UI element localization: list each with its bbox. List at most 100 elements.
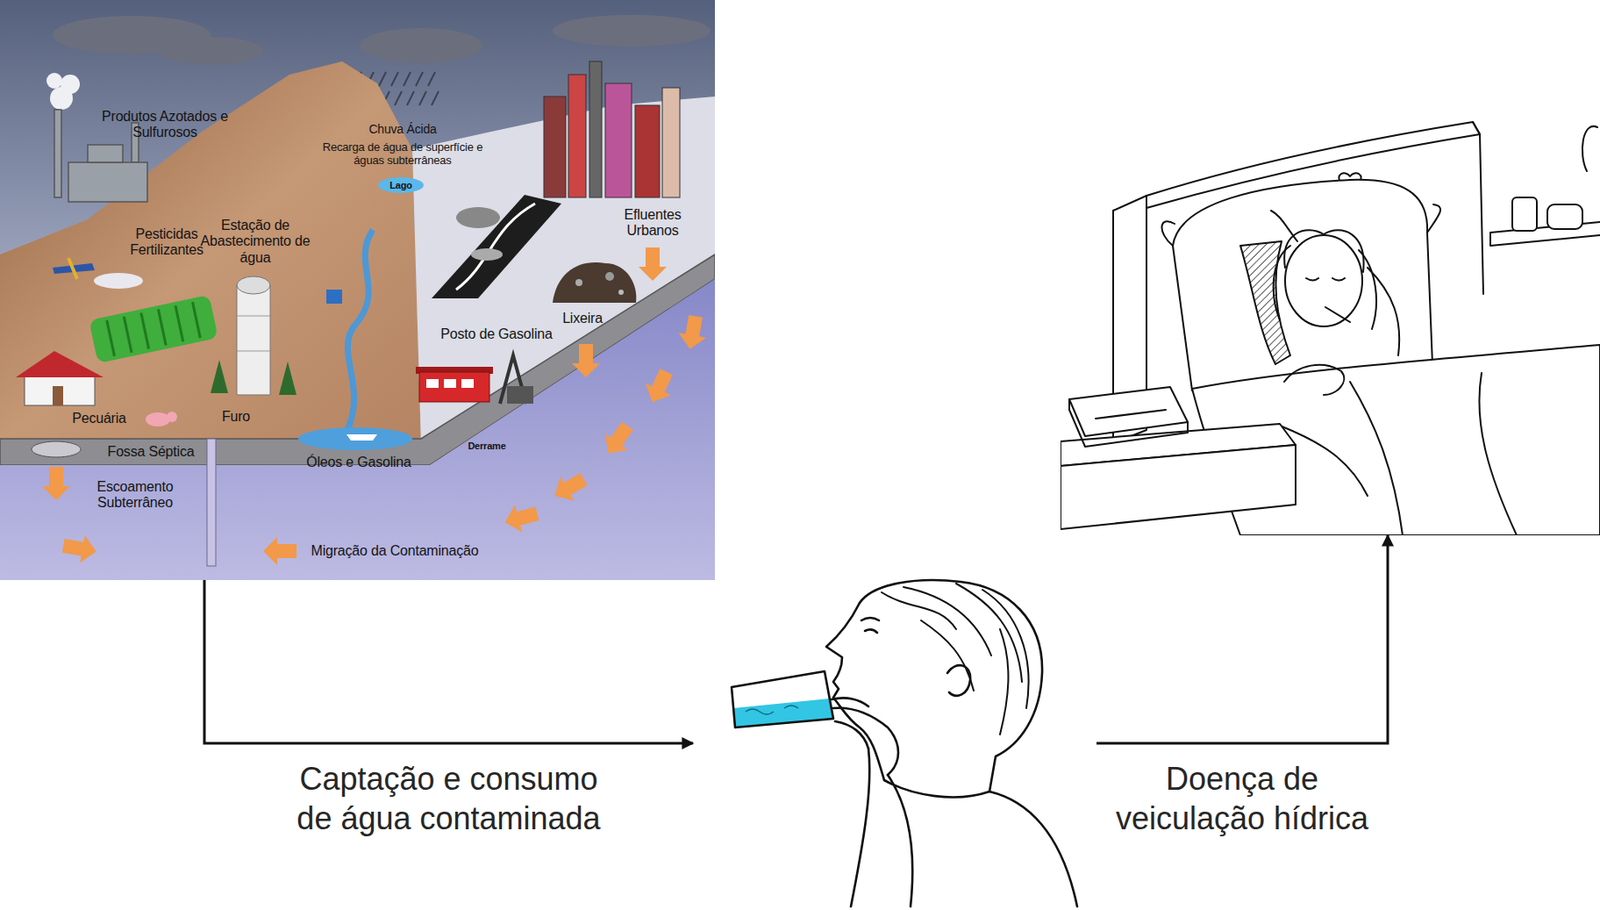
- field: [88, 294, 218, 364]
- scene-label: Escoamento Subterrâneo: [86, 478, 184, 512]
- drinking-person: [692, 576, 1097, 910]
- bed-lines: [1095, 409, 1166, 419]
- factory: [68, 162, 148, 202]
- contamination-arrows: [571, 343, 600, 378]
- field: [88, 294, 218, 364]
- contamination-arrows: [638, 247, 667, 281]
- trees: [210, 359, 229, 393]
- water-tower: [236, 276, 271, 395]
- plane: [68, 257, 78, 279]
- scene-label: Derrame: [467, 440, 506, 452]
- gas-station: [419, 371, 490, 402]
- sick-person: [1060, 92, 1600, 536]
- gas-station: [443, 378, 457, 388]
- person-lines: [731, 579, 1078, 907]
- field: [107, 301, 201, 357]
- contamination-illustration: [0, 0, 715, 580]
- boat: [346, 434, 378, 441]
- contamination-arrows: [676, 313, 710, 351]
- blue-box: [326, 289, 343, 304]
- landfill: [618, 289, 624, 295]
- oil-rig: [500, 355, 534, 404]
- bed-lines: [1060, 121, 1600, 536]
- farm-house: [15, 350, 104, 406]
- field: [192, 301, 201, 338]
- bed-lines: [1325, 307, 1350, 322]
- person-lines: [859, 579, 1043, 792]
- person-lines: [881, 583, 1029, 735]
- factory: [87, 144, 123, 163]
- buildings: [605, 83, 632, 198]
- bed-lines: [1490, 221, 1600, 246]
- bed-lines: [1060, 444, 1296, 529]
- clouds: [157, 36, 264, 65]
- bed-lines: [1306, 278, 1345, 281]
- contamination-arrows: [548, 466, 592, 508]
- trees: [210, 359, 297, 395]
- rain: [407, 91, 415, 106]
- rain: [391, 71, 399, 86]
- scene-label: Óleos e Gasolina: [306, 454, 412, 471]
- bed-lines: [1161, 204, 1441, 246]
- drinking-person-drawing: [692, 576, 1097, 910]
- oil-rig: [507, 385, 534, 404]
- bed-lines: [1285, 235, 1363, 327]
- contamination-arrows: [639, 365, 679, 408]
- landfill: [552, 262, 636, 303]
- trees: [278, 361, 297, 395]
- bed-lines: [1284, 364, 1344, 395]
- water-tower: [236, 276, 271, 294]
- scene-label: Chuva Ácida: [368, 121, 436, 136]
- scene-label: Recarga de água de superfície e águas su…: [314, 141, 491, 168]
- contamination-arrows: [263, 536, 297, 565]
- bed-lines: [1271, 210, 1400, 356]
- smoke: [60, 74, 80, 94]
- farm-house: [15, 350, 104, 378]
- bed-lines: [1284, 229, 1364, 272]
- contamination-arrows: [42, 247, 710, 565]
- buildings: [589, 61, 602, 198]
- smoke: [46, 72, 63, 89]
- pig: [145, 412, 171, 427]
- bed-lines: [1069, 386, 1188, 436]
- scene-label: Produtos Azotados e Sulfurosos: [92, 108, 238, 142]
- person-lines: [731, 671, 834, 728]
- bed-lines: [1472, 121, 1484, 294]
- factory: [54, 109, 62, 198]
- contamination-scene: Produtos Azotados e Sulfurosos Chuva Ácid…: [0, 0, 715, 580]
- water-tower: [236, 350, 271, 352]
- scene-label: Pesticidas Fertilizantes: [121, 226, 214, 259]
- farm-house: [24, 375, 95, 406]
- buildings: [543, 96, 566, 198]
- landfill: [552, 262, 636, 303]
- contamination-arrows: [60, 531, 99, 565]
- field: [123, 316, 132, 353]
- rain: [415, 71, 423, 86]
- hill: [0, 61, 422, 443]
- gas-station: [426, 378, 439, 388]
- road: [456, 207, 500, 229]
- bed-lines: [1582, 126, 1598, 172]
- rain: [403, 71, 411, 86]
- water-tower: [236, 315, 271, 317]
- rain: [378, 71, 386, 86]
- field: [141, 313, 150, 350]
- rain: [431, 91, 439, 106]
- scene-label: Migração da Contaminação: [311, 542, 479, 559]
- landfill: [605, 271, 615, 281]
- person-lines: [947, 664, 971, 696]
- road: [431, 194, 562, 299]
- scene-label: Pecuária: [71, 410, 127, 427]
- gas-station: [415, 366, 493, 402]
- septic-tank: [31, 441, 81, 458]
- clouds: [359, 28, 483, 64]
- field: [107, 320, 115, 357]
- landfill: [575, 278, 583, 286]
- rain: [419, 91, 427, 106]
- water-tower: [236, 285, 271, 395]
- rain: [428, 71, 436, 86]
- plane: [52, 257, 143, 289]
- scene-label: Lixeira: [562, 310, 603, 327]
- pig: [145, 411, 178, 427]
